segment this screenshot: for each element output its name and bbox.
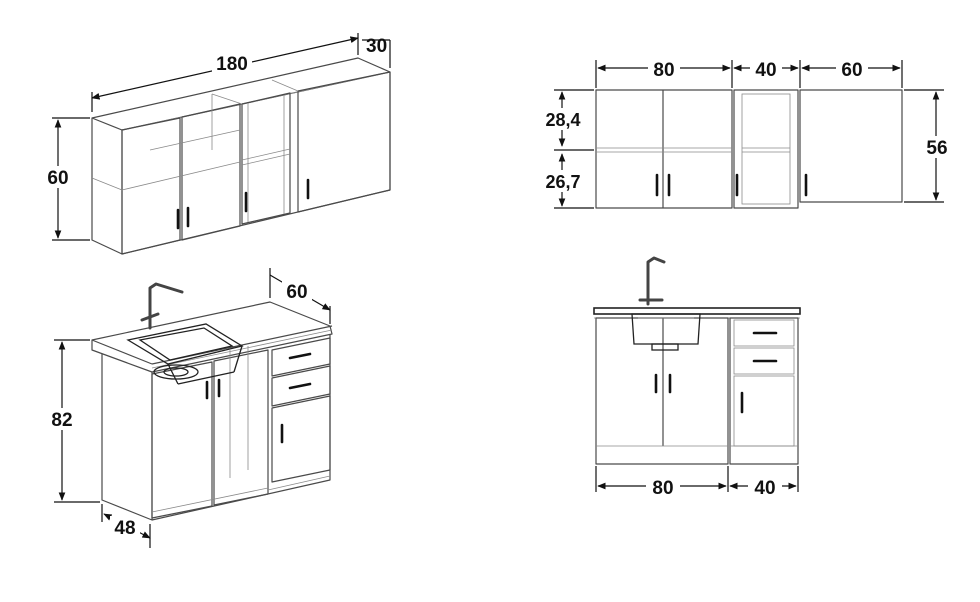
upper-front-h-bottom-label: 26,7 bbox=[545, 172, 580, 192]
lower-depth-base-label: 48 bbox=[114, 518, 135, 539]
upper-height-label: 60 bbox=[47, 168, 68, 189]
upper-front-w1-label: 80 bbox=[653, 60, 674, 81]
upper-depth-label: 30 bbox=[366, 36, 387, 57]
lower-cabinets-front-view: 80 40 bbox=[593, 256, 801, 499]
lower-height-label: 82 bbox=[51, 410, 72, 431]
lower-depth-top-label: 60 bbox=[286, 282, 307, 303]
upper-front-w2-label: 40 bbox=[755, 60, 776, 81]
upper-front-w3-label: 60 bbox=[841, 60, 862, 81]
lower-front-w1-label: 80 bbox=[652, 478, 673, 499]
upper-cabinets-front-view: 80 40 60 28,4 26,7 56 bbox=[540, 58, 956, 209]
upper-cabinets-iso-view: 180 30 60 bbox=[44, 33, 391, 255]
upper-front-h-total-label: 56 bbox=[926, 138, 947, 159]
upper-width-label: 180 bbox=[216, 54, 248, 75]
lower-front-w2-label: 40 bbox=[754, 478, 775, 499]
upper-front-h-top-label: 28,4 bbox=[545, 110, 580, 130]
lower-cabinets-iso-view: 60 82 48 bbox=[46, 268, 333, 548]
